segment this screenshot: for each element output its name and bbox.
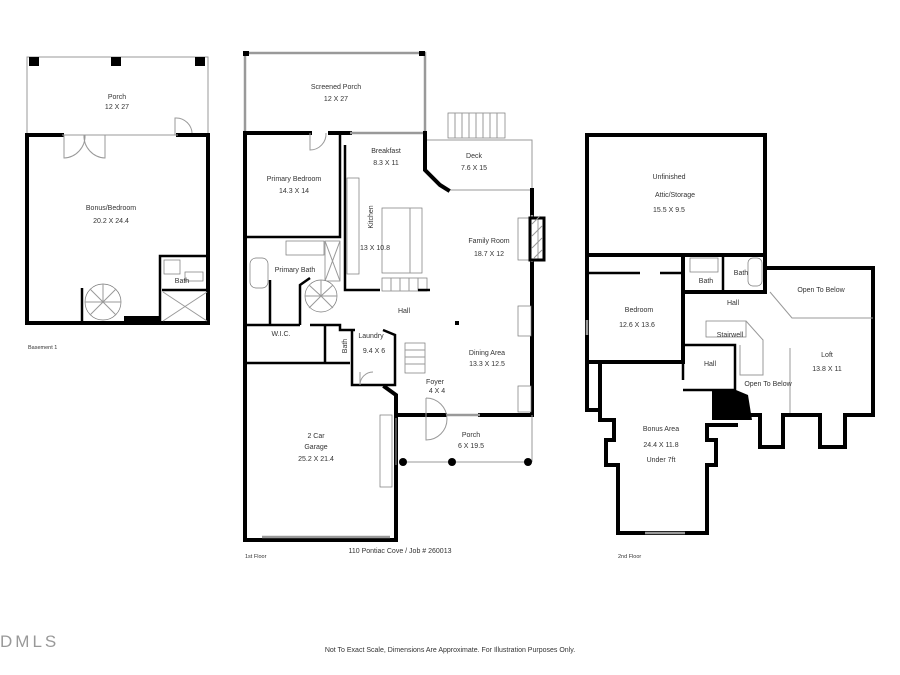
svg-text:Hall: Hall (727, 300, 740, 307)
svg-text:4 X 4: 4 X 4 (429, 388, 445, 395)
svg-text:6 X 19.5: 6 X 19.5 (458, 443, 484, 450)
svg-text:25.2 X 21.4: 25.2 X 21.4 (298, 456, 334, 463)
svg-text:14.3 X 14: 14.3 X 14 (279, 188, 309, 195)
basement-plan: Porch 12 X 27 Bonus/Bedroom 20.2 X 24.4 … (25, 56, 210, 351)
svg-text:15.5 X 9.5: 15.5 X 9.5 (653, 207, 685, 214)
svg-text:13.3 X 12.5: 13.3 X 12.5 (469, 361, 505, 368)
svg-text:13.8 X 11: 13.8 X 11 (812, 366, 842, 373)
svg-text:Open To Below: Open To Below (797, 287, 845, 294)
svg-text:Porch: Porch (462, 432, 480, 439)
svg-text:12 X 27: 12 X 27 (324, 96, 348, 103)
svg-text:Under 7ft: Under 7ft (647, 457, 676, 464)
svg-text:Bonus Area: Bonus Area (643, 426, 679, 433)
svg-text:Primary Bedroom: Primary Bedroom (267, 176, 322, 183)
svg-text:W.I.C.: W.I.C. (271, 331, 290, 338)
svg-text:Bedroom: Bedroom (625, 307, 654, 314)
svg-text:8.3 X 11: 8.3 X 11 (373, 160, 399, 167)
address-line: 110 Pontiac Cove / Job # 260013 (348, 548, 452, 555)
svg-text:Deck: Deck (466, 153, 482, 160)
svg-text:2 Car: 2 Car (307, 433, 325, 440)
svg-text:Attic/Storage: Attic/Storage (655, 192, 695, 199)
svg-text:20.2 X 24.4: 20.2 X 24.4 (93, 218, 129, 225)
svg-text:18.7 X 12: 18.7 X 12 (474, 251, 504, 258)
svg-text:Garage: Garage (304, 444, 327, 451)
svg-text:7.6 X 15: 7.6 X 15 (461, 165, 487, 172)
svg-text:9.4 X 6: 9.4 X 6 (363, 348, 385, 355)
svg-text:2nd Floor: 2nd Floor (618, 554, 641, 560)
svg-text:Open To Below: Open To Below (744, 381, 792, 388)
svg-text:Breakfast: Breakfast (371, 148, 401, 155)
mls-logo: DMLS (0, 632, 60, 651)
svg-text:Bath: Bath (734, 270, 749, 277)
svg-text:1st Floor: 1st Floor (245, 554, 267, 560)
svg-text:Bonus/Bedroom: Bonus/Bedroom (86, 205, 136, 212)
svg-text:Bath: Bath (342, 339, 349, 354)
svg-text:13 X 10.8: 13 X 10.8 (360, 245, 390, 252)
svg-text:Dining Area: Dining Area (469, 350, 505, 357)
svg-text:Laundry: Laundry (358, 333, 384, 340)
svg-text:Primary Bath: Primary Bath (275, 267, 316, 274)
svg-text:Foyer: Foyer (426, 379, 445, 386)
svg-text:Hall: Hall (704, 361, 717, 368)
svg-text:Bath: Bath (699, 278, 714, 285)
svg-text:Family Room: Family Room (468, 238, 509, 245)
svg-text:24.4 X 11.8: 24.4 X 11.8 (643, 442, 678, 449)
svg-text:12.6 X 13.6: 12.6 X 13.6 (619, 322, 655, 329)
svg-text:Loft: Loft (821, 352, 833, 359)
svg-text:Stairwell: Stairwell (717, 332, 744, 339)
first-floor-plan: Screened Porch 12 X 27 Breakfast 8.3 X 1… (243, 51, 546, 560)
svg-text:Kitchen: Kitchen (368, 205, 375, 228)
svg-text:Basement 1: Basement 1 (28, 345, 57, 351)
svg-text:Unfinished: Unfinished (652, 174, 685, 181)
svg-text:Hall: Hall (398, 308, 411, 315)
second-floor-plan: Unfinished Attic/Storage 15.5 X 9.5 Bath… (585, 133, 875, 560)
svg-text:Bath: Bath (175, 278, 190, 285)
svg-text:12 X 27: 12 X 27 (105, 104, 129, 111)
svg-text:Porch: Porch (108, 94, 126, 101)
svg-text:Screened Porch: Screened Porch (311, 84, 361, 91)
disclaimer: Not To Exact Scale, Dimensions Are Appro… (324, 647, 576, 654)
